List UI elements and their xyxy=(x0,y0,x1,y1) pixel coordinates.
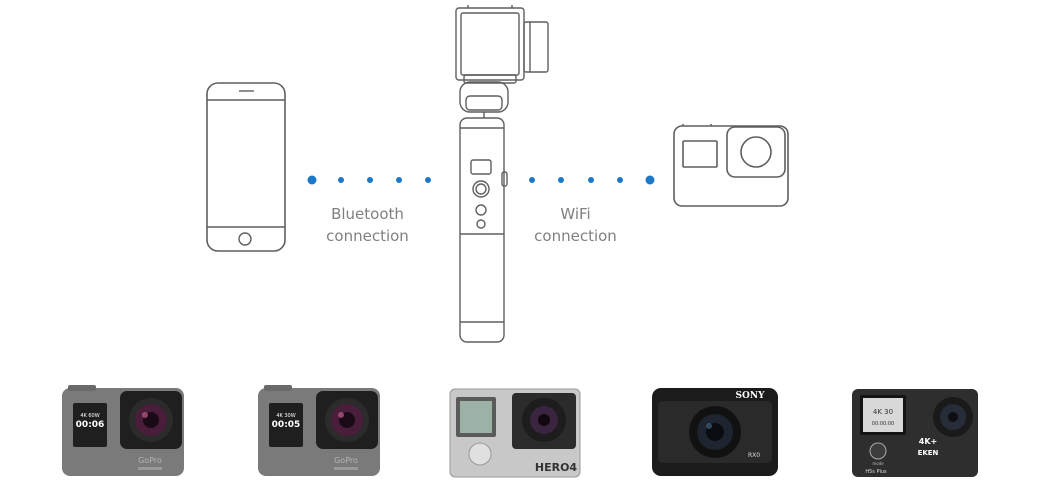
svg-text:GoPro: GoPro xyxy=(138,456,162,465)
gopro-hero6-icon: 4K 60W 00:06 GoPro xyxy=(62,385,184,476)
connection-dot xyxy=(558,177,564,183)
svg-text:RX0: RX0 xyxy=(748,452,760,459)
wifi-connection-label: WiFi connection xyxy=(534,205,617,245)
svg-text:EKEN: EKEN xyxy=(918,449,939,457)
connection-dot xyxy=(645,175,655,185)
connection-dot xyxy=(367,177,373,183)
svg-text:4K 30W: 4K 30W xyxy=(276,413,295,419)
eken-h5s-plus-icon: 4K 30 00:00:00 4K+ EKEN mode H5s Plus xyxy=(852,389,978,477)
wifi-dotted-line xyxy=(529,175,655,185)
svg-text:4K 60W: 4K 60W xyxy=(80,413,99,419)
svg-text:SONY: SONY xyxy=(736,391,766,401)
action-camera-icon xyxy=(673,124,789,207)
svg-text:00:00:00: 00:00:00 xyxy=(872,421,894,427)
sony-rx0-icon: SONY RX0 xyxy=(652,388,778,476)
svg-text:H5s Plus: H5s Plus xyxy=(865,469,887,475)
connection-dot xyxy=(588,177,594,183)
connection-dot xyxy=(529,177,535,183)
svg-text:HERO4: HERO4 xyxy=(535,461,578,474)
bluetooth-connection-label: Bluetooth connection xyxy=(326,205,409,245)
svg-text:4K 30: 4K 30 xyxy=(873,408,893,416)
smartphone-icon xyxy=(206,82,286,252)
svg-text:00:05: 00:05 xyxy=(272,420,301,430)
connection-dot xyxy=(425,177,431,183)
connection-dot xyxy=(338,177,344,183)
svg-text:4K+: 4K+ xyxy=(919,437,937,446)
svg-text:00:06: 00:06 xyxy=(76,420,105,430)
connection-dot xyxy=(307,175,317,185)
svg-text:mode: mode xyxy=(872,461,884,466)
gimbal-icon xyxy=(455,5,549,343)
connection-dot xyxy=(617,177,623,183)
gopro-hero4-icon: HERO4 xyxy=(449,388,581,478)
gopro-hero5-icon: 4K 30W 00:05 GoPro xyxy=(258,385,380,476)
bluetooth-dotted-line xyxy=(307,175,431,185)
connection-dot xyxy=(396,177,402,183)
svg-text:GoPro: GoPro xyxy=(334,456,358,465)
